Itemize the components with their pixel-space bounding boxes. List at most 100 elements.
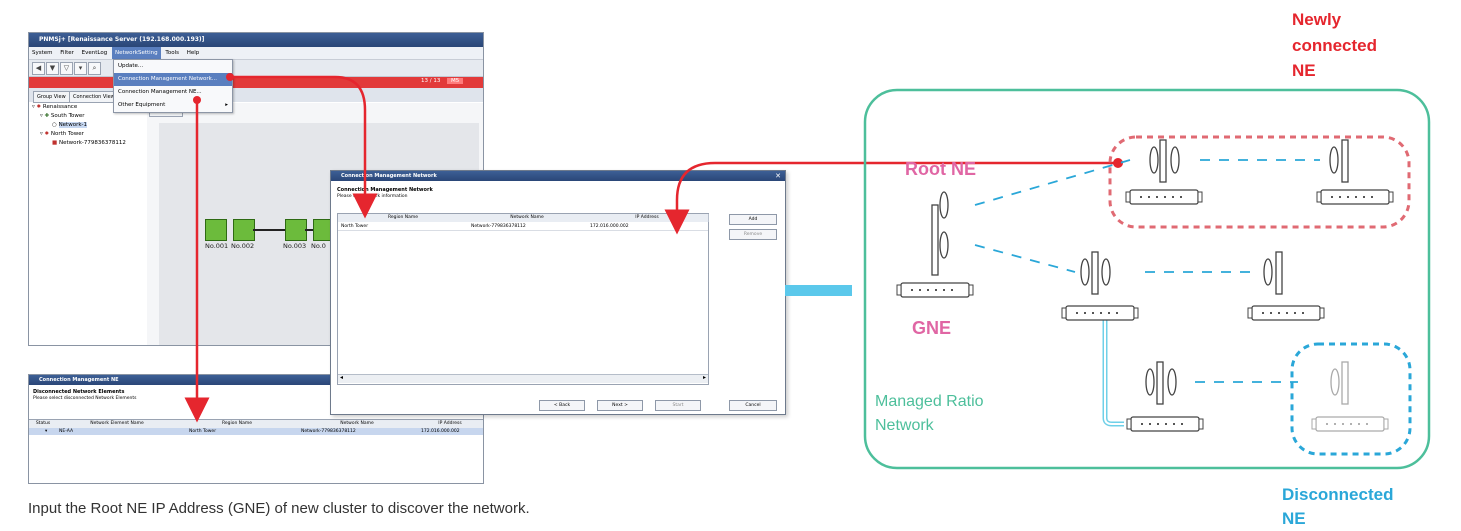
col-ip-address[interactable]: IP Address [586, 214, 709, 222]
label-newly-connected: Newly [1292, 10, 1342, 29]
newly-connected-ne-2 [1316, 139, 1394, 205]
expand-icon: ▿ [40, 113, 45, 119]
cell-region: North Tower [189, 429, 217, 434]
alarm-counter: 13 / 13 [421, 78, 441, 84]
label-root-ne: Root NE [905, 159, 976, 179]
link-line [305, 229, 313, 231]
menu-item-connection-management-network[interactable]: Connection Management Network... [114, 73, 232, 86]
main-app-window: PNMSj+ [Renaissance Server (192.168.000.… [28, 32, 484, 346]
search-icon[interactable]: ⌕ [88, 62, 101, 75]
add-button[interactable]: Add [729, 214, 777, 225]
tower-icon: ✚ [44, 113, 51, 119]
newly-connected-box [1108, 135, 1411, 229]
cell-network-name: Network-779836378112 [471, 224, 526, 229]
tower-icon: ✹ [44, 131, 51, 137]
table-row[interactable]: ▾ NE-AA North Tower Network-779836378112… [29, 428, 483, 435]
arrow-origin-dot [226, 73, 234, 81]
network-node-icon: ■ [52, 140, 59, 146]
app-title-bar: PNMSj+ [Renaissance Server (192.168.000.… [29, 33, 483, 47]
back-button[interactable]: < Back [539, 400, 585, 411]
filter-icon[interactable]: ▼ [46, 62, 59, 75]
gne-antenna [896, 191, 974, 298]
table-row[interactable]: North Tower Network-779836378112 172.016… [338, 223, 708, 231]
disconnected-box [1290, 342, 1412, 456]
cable-link [1102, 320, 1124, 427]
cell-network: Network-779836378112 [301, 429, 356, 434]
ne-window-title: Connection Management NE [29, 375, 483, 385]
ne-middle-left [1061, 251, 1139, 321]
menu-tools[interactable]: Tools [165, 50, 179, 56]
filter-plus-icon[interactable]: ▽ [60, 62, 73, 75]
ne-middle-right [1247, 251, 1325, 321]
status-dropdown-icon[interactable]: ▾ [45, 429, 48, 434]
menu-item-other-equipment[interactable]: Other Equipment▸ [114, 99, 232, 112]
menu-eventlog[interactable]: EventLog [81, 50, 108, 56]
close-icon[interactable]: ✕ [775, 172, 781, 180]
node-label: No.0 [311, 242, 326, 250]
connection-network-dialog: Connection Management Network ✕ Connecti… [330, 170, 786, 415]
cell-ip: 172.016.000.002 [421, 429, 460, 434]
ne-heading: Disconnected Network Elements [33, 389, 125, 395]
label-managed: Managed Ratio [875, 393, 984, 410]
remove-button[interactable]: Remove [729, 229, 777, 240]
arrow-ne-to-ip-field [664, 161, 1118, 235]
tab-group-view[interactable]: Group View [33, 91, 70, 103]
dialog-heading: Connection Management Network [337, 187, 433, 193]
menu-item-connection-management-ne[interactable]: Connection Management NE... [118, 89, 202, 95]
menu-system[interactable]: System [32, 50, 53, 56]
label-newly-connected: connected [1292, 36, 1377, 55]
cancel-button[interactable]: Cancel [729, 400, 777, 411]
menu-item-update[interactable]: Update... [118, 63, 144, 69]
label-disconnected: NE [1282, 509, 1306, 528]
scroll-left-icon[interactable]: ◂ [340, 374, 344, 381]
ne-subheading: Please select disconnected Network Eleme… [33, 396, 137, 401]
back-icon[interactable]: ◀ [32, 62, 45, 75]
network-setting-dropdown: Update... Connection Management Network.… [113, 59, 233, 113]
cell-ip-address[interactable]: 172.016.000.002 [590, 224, 629, 229]
link-line [253, 229, 285, 231]
scroll-right-icon[interactable]: ▸ [702, 374, 706, 381]
cell-region-name: North Tower [341, 224, 369, 229]
horizontal-scrollbar[interactable]: ◂ ▸ [338, 374, 708, 383]
arrow-origin-dot [193, 96, 201, 104]
expand-icon: ▿ [40, 131, 45, 137]
connector-bar [785, 285, 852, 296]
tree-item-south-tower[interactable]: ▿ ✚ South Tower [40, 113, 85, 119]
arrow-origin-dot [1113, 158, 1123, 168]
node-label: No.002 [231, 242, 255, 250]
dialog-title-bar: Connection Management Network ✕ [331, 171, 785, 181]
label-gne: GNE [912, 318, 951, 338]
tree-item-north-tower[interactable]: ▿ ✹ North Tower [40, 131, 84, 137]
network-table: Region Name Network Name IP Address Nort… [337, 213, 709, 385]
filter-minus-icon[interactable]: ▾ [74, 62, 87, 75]
alarm-tag: M5 [447, 78, 464, 84]
col-ip[interactable]: IP Address [417, 420, 483, 428]
label-disconnected: Disconnected [1282, 485, 1393, 504]
newly-connected-ne-1 [1125, 139, 1203, 205]
tree-item-network-779836378112[interactable]: ■ Network-779836378112 [52, 140, 126, 146]
label-managed: Network [875, 417, 935, 434]
expand-icon: ▿ [32, 104, 37, 110]
ring-icon: ○ [52, 122, 59, 128]
caption-text: Input the Root NE IP Address (GNE) of ne… [28, 500, 530, 517]
arrow-menu-to-dialog [230, 75, 378, 219]
node-label: No.003 [283, 242, 307, 250]
menu-help[interactable]: Help [186, 50, 200, 56]
node-label: No.001 [205, 242, 229, 250]
menu-filter[interactable]: Filter [60, 50, 74, 56]
node-1[interactable] [205, 219, 227, 241]
cell-ne-name: NE-AA [59, 429, 74, 434]
wireless-links [974, 159, 1320, 383]
next-button[interactable]: Next > [597, 400, 643, 411]
menu-networksetting[interactable]: NetworkSetting [111, 47, 161, 59]
menu-bar: System Filter EventLog NetworkSetting To… [29, 47, 483, 60]
tree-item-renaissance[interactable]: ▿ ✹ Renaissance [32, 104, 78, 110]
tree-item-network-1[interactable]: ○ Network-1 [52, 122, 88, 128]
chevron-right-icon: ▸ [225, 102, 228, 108]
start-button[interactable]: Start [655, 400, 701, 411]
managed-network-box [863, 88, 1431, 470]
label-newly-connected: NE [1292, 61, 1316, 80]
ne-bottom-left [1126, 361, 1204, 432]
alarm-bar: 13 / 13 M5 [29, 77, 483, 88]
